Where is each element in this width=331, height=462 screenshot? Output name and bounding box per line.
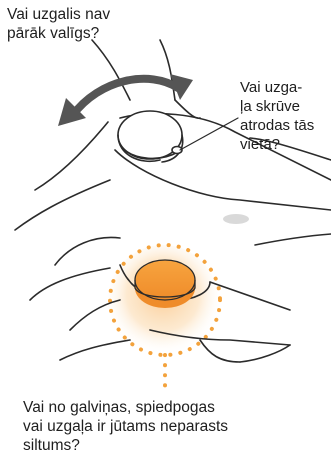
- dotted-highlight-circle: [108, 243, 222, 397]
- power-button-icon: [134, 259, 196, 308]
- device-highlight: [223, 214, 249, 224]
- rotate-arrow-icon: [58, 74, 193, 126]
- question-warm: Vai no galviņas, spiedpogas vai uzgaļa i…: [23, 399, 229, 454]
- top-hand-illustration: [14, 39, 331, 246]
- question-screw-position: Vai uzga- ļa skrūve atrodas tās vietā?: [240, 79, 315, 153]
- question-cap-tight: Vai uzgalis nav pārāk valīgs?: [7, 6, 111, 42]
- bottom-hand-illustration: [29, 236, 291, 363]
